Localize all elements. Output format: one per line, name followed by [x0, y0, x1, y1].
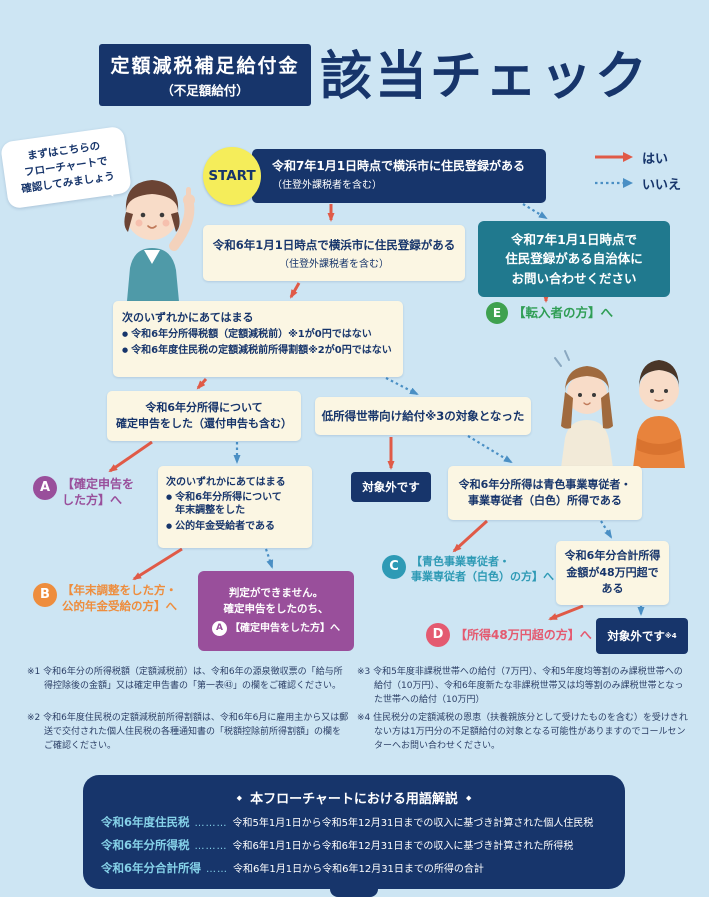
bottom-tab-decoration — [330, 889, 378, 897]
header-badge: 定額減税補足給付金 （不足額給付） — [99, 44, 311, 106]
goto-d-income-over-480k: D 【所得48万円超の方】へ — [426, 623, 592, 647]
q3-item-1-text: 令和6年分所得税額（定額減税前）※1が0円ではない — [131, 329, 372, 340]
glossary-item: 令和6年分所得税 ……… 令和6年1月1日から令和6年12月31日までの収入に基… — [101, 837, 607, 853]
legend: はい いいえ — [594, 146, 681, 198]
cannot-judge-box: 判定ができません。 確定申告をしたのち、 A 【確定申告をした方】へ — [198, 571, 354, 651]
cannot-judge-line2: 確定申告をしたのち、 — [223, 603, 329, 615]
woman-illustration — [124, 180, 195, 312]
badge-c: C — [382, 555, 406, 579]
q1-sub-text: （住登外課税者を含む） — [272, 180, 382, 191]
diamond-icon: ◆ — [465, 793, 472, 802]
glossary-title: 本フローチャートにおける用語解説 — [250, 792, 458, 807]
footnote-4-ref: ※4 — [664, 632, 677, 640]
q4-final-return-box: 令和6年分所得について 確定申告をした（還付申告も含む） — [107, 391, 301, 441]
glossary-dots: ……… — [194, 818, 228, 829]
q3-item-2: ● 令和6年度住民税の定額減税前所得割額※2が0円ではない — [122, 344, 394, 357]
q1-resident-reiwa7-box: 令和7年1月1日時点で横浜市に住民登録がある （住登外課税者を含む） — [252, 149, 546, 203]
goto-b-label: 【年末調整をした方・ 公的年金受給の方】へ — [62, 583, 177, 613]
q6-year-end-adjustment-box: 次のいずれかにあてはまる ● 令和6年分所得について 年末調整をした ● 公的年… — [158, 466, 312, 548]
badge-d: D — [426, 623, 450, 647]
transfer-municipality-box: 令和7年1月1日時点で 住民登録がある自治体に お問い合わせください — [478, 221, 670, 297]
not-eligible-box-1: 対象外です — [351, 472, 431, 502]
glossary-title-row: ◆ 本フローチャートにおける用語解説 ◆ — [101, 788, 607, 807]
q8-income-over-480k-box: 令和6年分合計所得 金額が48万円超で ある — [556, 541, 669, 605]
bullet-icon: ● — [122, 346, 129, 355]
page-title: 該当チェック — [320, 47, 651, 107]
goto-a-label: 【確定申告を した方】へ — [62, 477, 135, 508]
glossary-desc: 令和5年1月1日から令和5年12月31日までの収入に基づき計算された個人住民税 — [232, 818, 594, 829]
q6-item-2-text: 公的年金受給者である — [175, 521, 276, 532]
start-node: START — [203, 147, 261, 205]
legend-yes-label: はい — [642, 151, 669, 167]
badge-b: B — [33, 583, 57, 607]
goto-c-family-employee: C 【青色事業専従者・ 事業専従者（白色）の方】へ — [382, 555, 554, 585]
q1-main-text: 令和7年1月1日時点で横浜市に住民登録がある — [272, 159, 526, 173]
glossary-dots: …… — [206, 864, 229, 875]
header-badge-title: 定額減税補足給付金 — [110, 55, 300, 77]
glossary-dots: ……… — [194, 841, 228, 852]
bullet-icon: ● — [166, 493, 173, 501]
q3-item-2-text: 令和6年度住民税の定額減税前所得割額※2が0円ではない — [131, 345, 392, 357]
cannot-judge-line1: 判定ができません。 — [228, 587, 324, 600]
goto-d-label: 【所得48万円超の方】へ — [455, 627, 592, 642]
diamond-icon: ◆ — [236, 793, 243, 802]
footnote-3: ※3 令和5年度非課税世帯への給付（7万円）、令和5年度均等割のみ課税世帯への給… — [357, 667, 684, 705]
footnote-2: ※2 令和6年度住民税の定額減税前所得割額は、令和6年6月に雇用主から又は郵送で… — [27, 713, 349, 751]
q6-item-2: ● 公的年金受給者である — [166, 520, 304, 533]
bullet-icon: ● — [122, 330, 129, 338]
glossary-panel: ◆ 本フローチャートにおける用語解説 ◆ 令和6年度住民税 ……… 令和5年1月… — [83, 775, 625, 889]
glossary-item: 令和6年度住民税 ……… 令和5年1月1日から令和5年12月31日までの収入に基… — [101, 814, 607, 830]
q3-title: 次のいずれかにあてはまる — [122, 311, 254, 324]
badge-a-mini: A — [212, 620, 227, 636]
goto-b-year-end-adjustment: B 【年末調整をした方・ 公的年金受給の方】へ — [33, 583, 177, 614]
cannot-judge-line3: 【確定申告をした方】へ — [230, 622, 340, 634]
couple-illustration — [554, 350, 685, 468]
badge-e: E — [486, 302, 508, 324]
glossary-desc: 令和6年1月1日から令和6年12月31日までの収入に基づき計算された所得税 — [232, 841, 574, 852]
glossary-term: 令和6年分合計所得 — [101, 861, 202, 875]
q7-family-employee-box: 令和6年分所得は青色事業専従者・ 事業専従者（白色）所得である — [448, 466, 642, 520]
legend-no-label: いいえ — [642, 177, 682, 193]
q2-sub-text: （住登外課税者を含む） — [279, 258, 389, 270]
goto-e-label: 【転入者の方】へ — [513, 304, 614, 320]
legend-yes-row: はい — [594, 146, 681, 168]
cannot-judge-goto-row: A 【確定申告をした方】へ — [212, 620, 340, 636]
q6-item-1-text: 令和6年分所得について 年末調整をした — [175, 492, 282, 516]
glossary-desc: 令和6年1月1日から令和6年12月31日までの所得の合計 — [233, 864, 484, 875]
q5-low-income-benefit-box: 低所得世帯向け給付※3の対象となった — [315, 397, 531, 435]
q2-resident-reiwa6-box: 令和6年1月1日時点で横浜市に住民登録がある （住登外課税者を含む） — [203, 225, 465, 281]
bullet-icon: ● — [166, 522, 173, 530]
glossary-item: 令和6年分合計所得 …… 令和6年1月1日から令和6年12月31日までの所得の合… — [101, 860, 607, 876]
q6-title: 次のいずれかにあてはまる — [166, 477, 286, 488]
not-eligible-2-label: 対象外です — [607, 629, 665, 643]
glossary-term: 令和6年分所得税 — [101, 838, 190, 852]
goto-c-label: 【青色事業専従者・ 事業専従者（白色）の方】へ — [411, 555, 554, 583]
glossary-term: 令和6年度住民税 — [101, 815, 190, 829]
badge-a: A — [33, 476, 57, 500]
q6-item-1: ● 令和6年分所得について 年末調整をした — [166, 491, 304, 517]
q2-main-text: 令和6年1月1日時点で横浜市に住民登録がある — [212, 237, 456, 252]
q3-tax-amount-box: 次のいずれかにあてはまる ● 令和6年分所得税額（定額減税前）※1が0円ではない… — [113, 301, 403, 377]
not-eligible-box-2: 対象外です※4 — [596, 618, 688, 654]
footnote-1: ※1 令和6年分の所得税額（定額減税前）は、令和6年の源泉徴収票の「給与所得控除… — [27, 667, 343, 691]
yes-arrow-icon — [595, 152, 633, 162]
footnote-4: ※4 住民税分の定額減税の恩恵（扶養親族分として受けたものを含む）を受けきれない… — [357, 713, 688, 751]
goto-e-transferee: E 【転入者の方】へ — [486, 302, 613, 324]
legend-no-row: いいえ — [594, 172, 681, 194]
no-arrow-icon — [595, 178, 633, 188]
q3-item-1: ● 令和6年分所得税額（定額減税前）※1が0円ではない — [122, 328, 394, 341]
intro-speech-bubble: まずはこちらの フローチャートで 確認してみましょう — [0, 125, 133, 210]
goto-a-final-return: A 【確定申告を した方】へ — [33, 476, 134, 508]
header-badge-subtitle: （不足額給付） — [161, 83, 249, 98]
